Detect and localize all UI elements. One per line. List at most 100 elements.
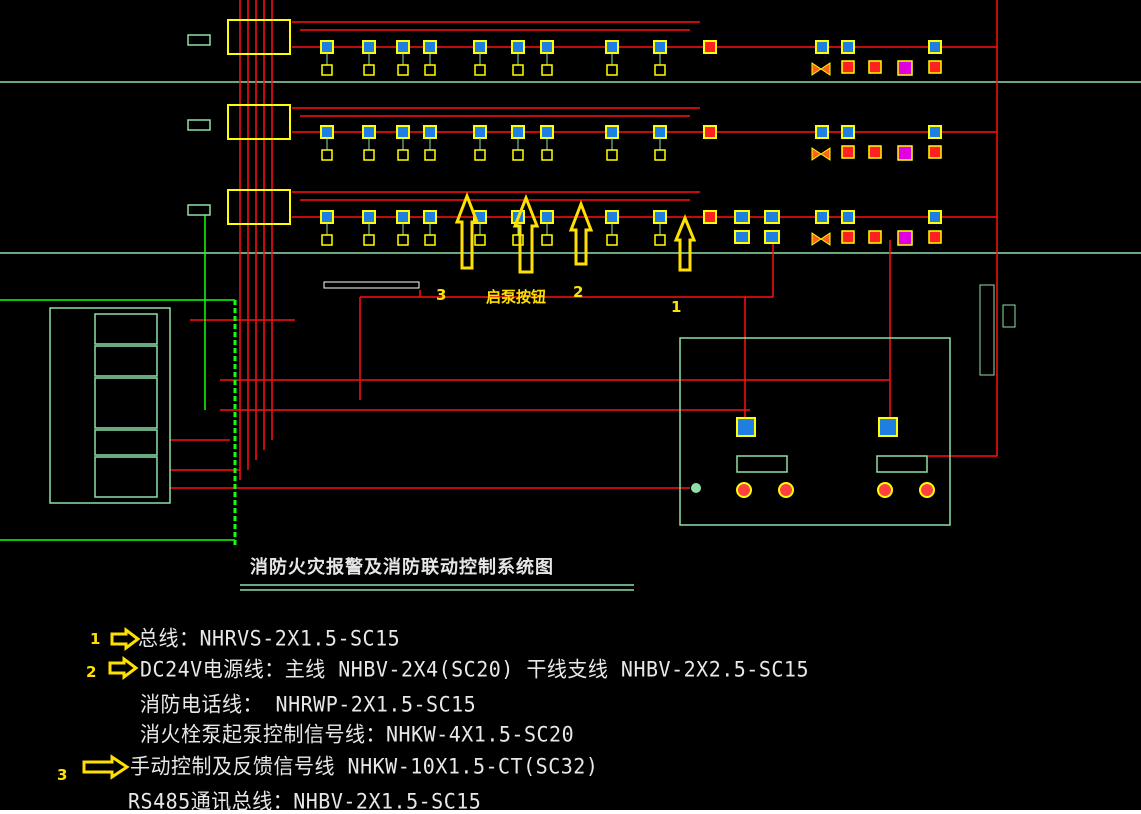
detector: [654, 234, 666, 246]
detector: [424, 149, 436, 161]
input-module: [540, 40, 554, 54]
relay-module: [703, 125, 717, 139]
detector: [363, 64, 375, 76]
up-arrow-icon: [568, 199, 594, 266]
speaker: [897, 230, 913, 246]
pump-module: [734, 210, 750, 224]
detector: [424, 234, 436, 246]
callout-arrows: [82, 191, 697, 780]
right-arrow-icon: [108, 656, 139, 680]
detector: [654, 149, 666, 161]
legend-line-3: 消防电话线： NHRWP-2X1.5-SC15: [140, 691, 477, 717]
detector: [424, 64, 436, 76]
title-underline: [240, 584, 634, 591]
input-module: [423, 40, 437, 54]
detector: [321, 149, 333, 161]
detector: [541, 149, 553, 161]
valve-icon: [811, 232, 831, 246]
input-module: [396, 210, 410, 224]
damper: [868, 230, 882, 244]
valve-icon: [811, 62, 831, 76]
input-module: [511, 40, 525, 54]
output-module: [928, 125, 942, 139]
detector: [474, 64, 486, 76]
damper: [868, 60, 882, 74]
output-module: [815, 210, 829, 224]
output-module: [815, 125, 829, 139]
input-module: [320, 40, 334, 54]
pump-button-label: 启泵按钮: [486, 288, 547, 306]
relay-module: [703, 210, 717, 224]
input-module: [423, 210, 437, 224]
detector: [397, 149, 409, 161]
output-module: [815, 40, 829, 54]
output-module: [841, 125, 855, 139]
alarm-bell: [841, 230, 855, 244]
detector: [321, 64, 333, 76]
legend-marker-2: 2: [86, 663, 97, 681]
detector: [474, 234, 486, 246]
input-module: [423, 125, 437, 139]
up-arrow-icon: [512, 193, 540, 274]
output-module: [928, 40, 942, 54]
detector: [321, 234, 333, 246]
diagram-title: 消防火灾报警及消防联动控制系统图: [250, 557, 554, 578]
input-module: [605, 210, 619, 224]
repeater-panel: [187, 119, 211, 131]
input-module: [653, 210, 667, 224]
viewport-bottom-edge: [0, 810, 1141, 814]
output-module: [841, 210, 855, 224]
pump-module: [764, 230, 780, 244]
strobe: [928, 145, 942, 159]
legend-marker-1: 1: [90, 630, 101, 648]
legend-line-4: 消火栓泵起泵控制信号线：NHKW-4X1.5-SC20: [140, 721, 575, 747]
valve-icon: [811, 147, 831, 161]
input-module: [540, 210, 554, 224]
input-module: [653, 40, 667, 54]
detector: [363, 149, 375, 161]
repeater-panel: [187, 204, 211, 216]
floor-lines: [0, 81, 1141, 254]
input-module: [396, 125, 410, 139]
detector: [397, 64, 409, 76]
detector: [654, 64, 666, 76]
legend-line-1: 总线：NHRVS-2X1.5-SC15: [138, 625, 401, 651]
green-wires: [0, 215, 237, 545]
detector: [541, 234, 553, 246]
control-cabinet: [49, 307, 171, 504]
marker-1-top: 1: [671, 298, 682, 316]
detector: [512, 64, 524, 76]
legend-line-5: 手动控制及反馈信号线 NHKW-10X1.5-CT(SC32): [130, 753, 599, 779]
pump-room-modules: [691, 417, 935, 498]
legend-line-6: RS485通讯总线：NHBV-2X1.5-SC15: [128, 788, 482, 814]
input-module: [320, 210, 334, 224]
detector: [606, 64, 618, 76]
speaker: [897, 60, 913, 76]
right-arrow-icon: [110, 627, 141, 651]
area-controller: [227, 189, 291, 225]
area-controller: [227, 104, 291, 140]
right-labels: [979, 284, 1016, 376]
input-module: [473, 125, 487, 139]
input-module: [511, 125, 525, 139]
input-module: [362, 125, 376, 139]
legend-marker-3: 3: [57, 766, 68, 784]
detector: [512, 234, 524, 246]
input-module: [605, 40, 619, 54]
legend-line-2: DC24V电源线：主线 NHBV-2X4(SC20) 干线支线 NHBV-2X2…: [140, 656, 810, 682]
relay-module: [703, 40, 717, 54]
repeater-panel: [187, 34, 211, 46]
input-module: [320, 125, 334, 139]
detector: [606, 149, 618, 161]
input-module: [540, 125, 554, 139]
input-module: [473, 40, 487, 54]
alarm-bell: [841, 60, 855, 74]
right-arrow-icon: [82, 754, 130, 780]
detector: [541, 64, 553, 76]
up-arrow-icon: [454, 191, 480, 270]
detector: [363, 234, 375, 246]
pump-module: [734, 230, 750, 244]
marker-3-top: 3: [436, 286, 447, 304]
detector: [474, 149, 486, 161]
